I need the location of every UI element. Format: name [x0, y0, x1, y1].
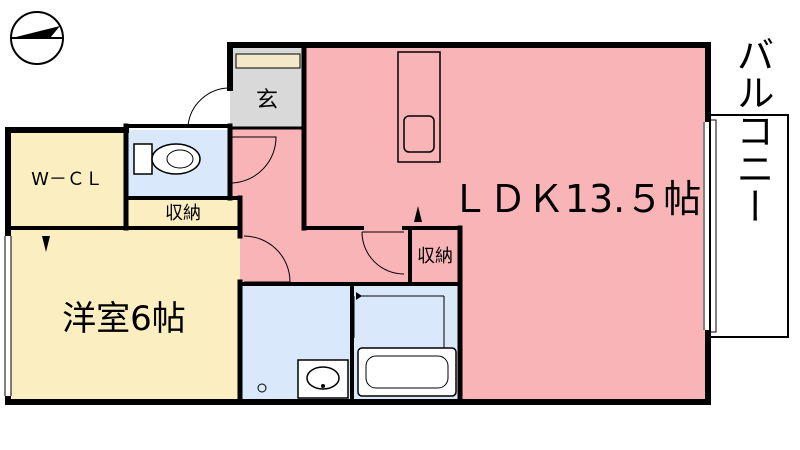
storage-2-label: 収納: [417, 246, 453, 267]
walk-in-closet: [8, 130, 126, 228]
kitchen-counter-icon: [397, 51, 441, 163]
balcony-label: バルコニー: [730, 35, 774, 225]
hallway: [230, 128, 460, 284]
windows: [4, 122, 711, 396]
wcl-label: W－ＣＬ: [31, 169, 103, 190]
shoe-cabinet: [235, 53, 301, 69]
ldk-label: ＬＤＫ13.５帖: [451, 177, 701, 221]
western-room: [8, 228, 240, 402]
walls: [5, 42, 711, 405]
north-arrow-icon: [10, 11, 64, 65]
drain-icon: [257, 383, 267, 393]
western-room-label: 洋室6帖: [62, 299, 186, 339]
storage-1-label: 収納: [165, 203, 201, 224]
entry-arrow-icon: [356, 292, 362, 300]
storage-closet-1: [126, 198, 240, 228]
entry-arrow-icon: [42, 236, 50, 252]
toilet-icon: [133, 143, 201, 175]
washbasin-icon: [297, 359, 349, 399]
balcony-area: [707, 114, 789, 338]
storage-closet-2: [410, 228, 460, 284]
entry-arrow-icon: [414, 206, 422, 222]
entrance-label: 玄: [256, 88, 278, 113]
bathtub-icon: [357, 347, 457, 397]
